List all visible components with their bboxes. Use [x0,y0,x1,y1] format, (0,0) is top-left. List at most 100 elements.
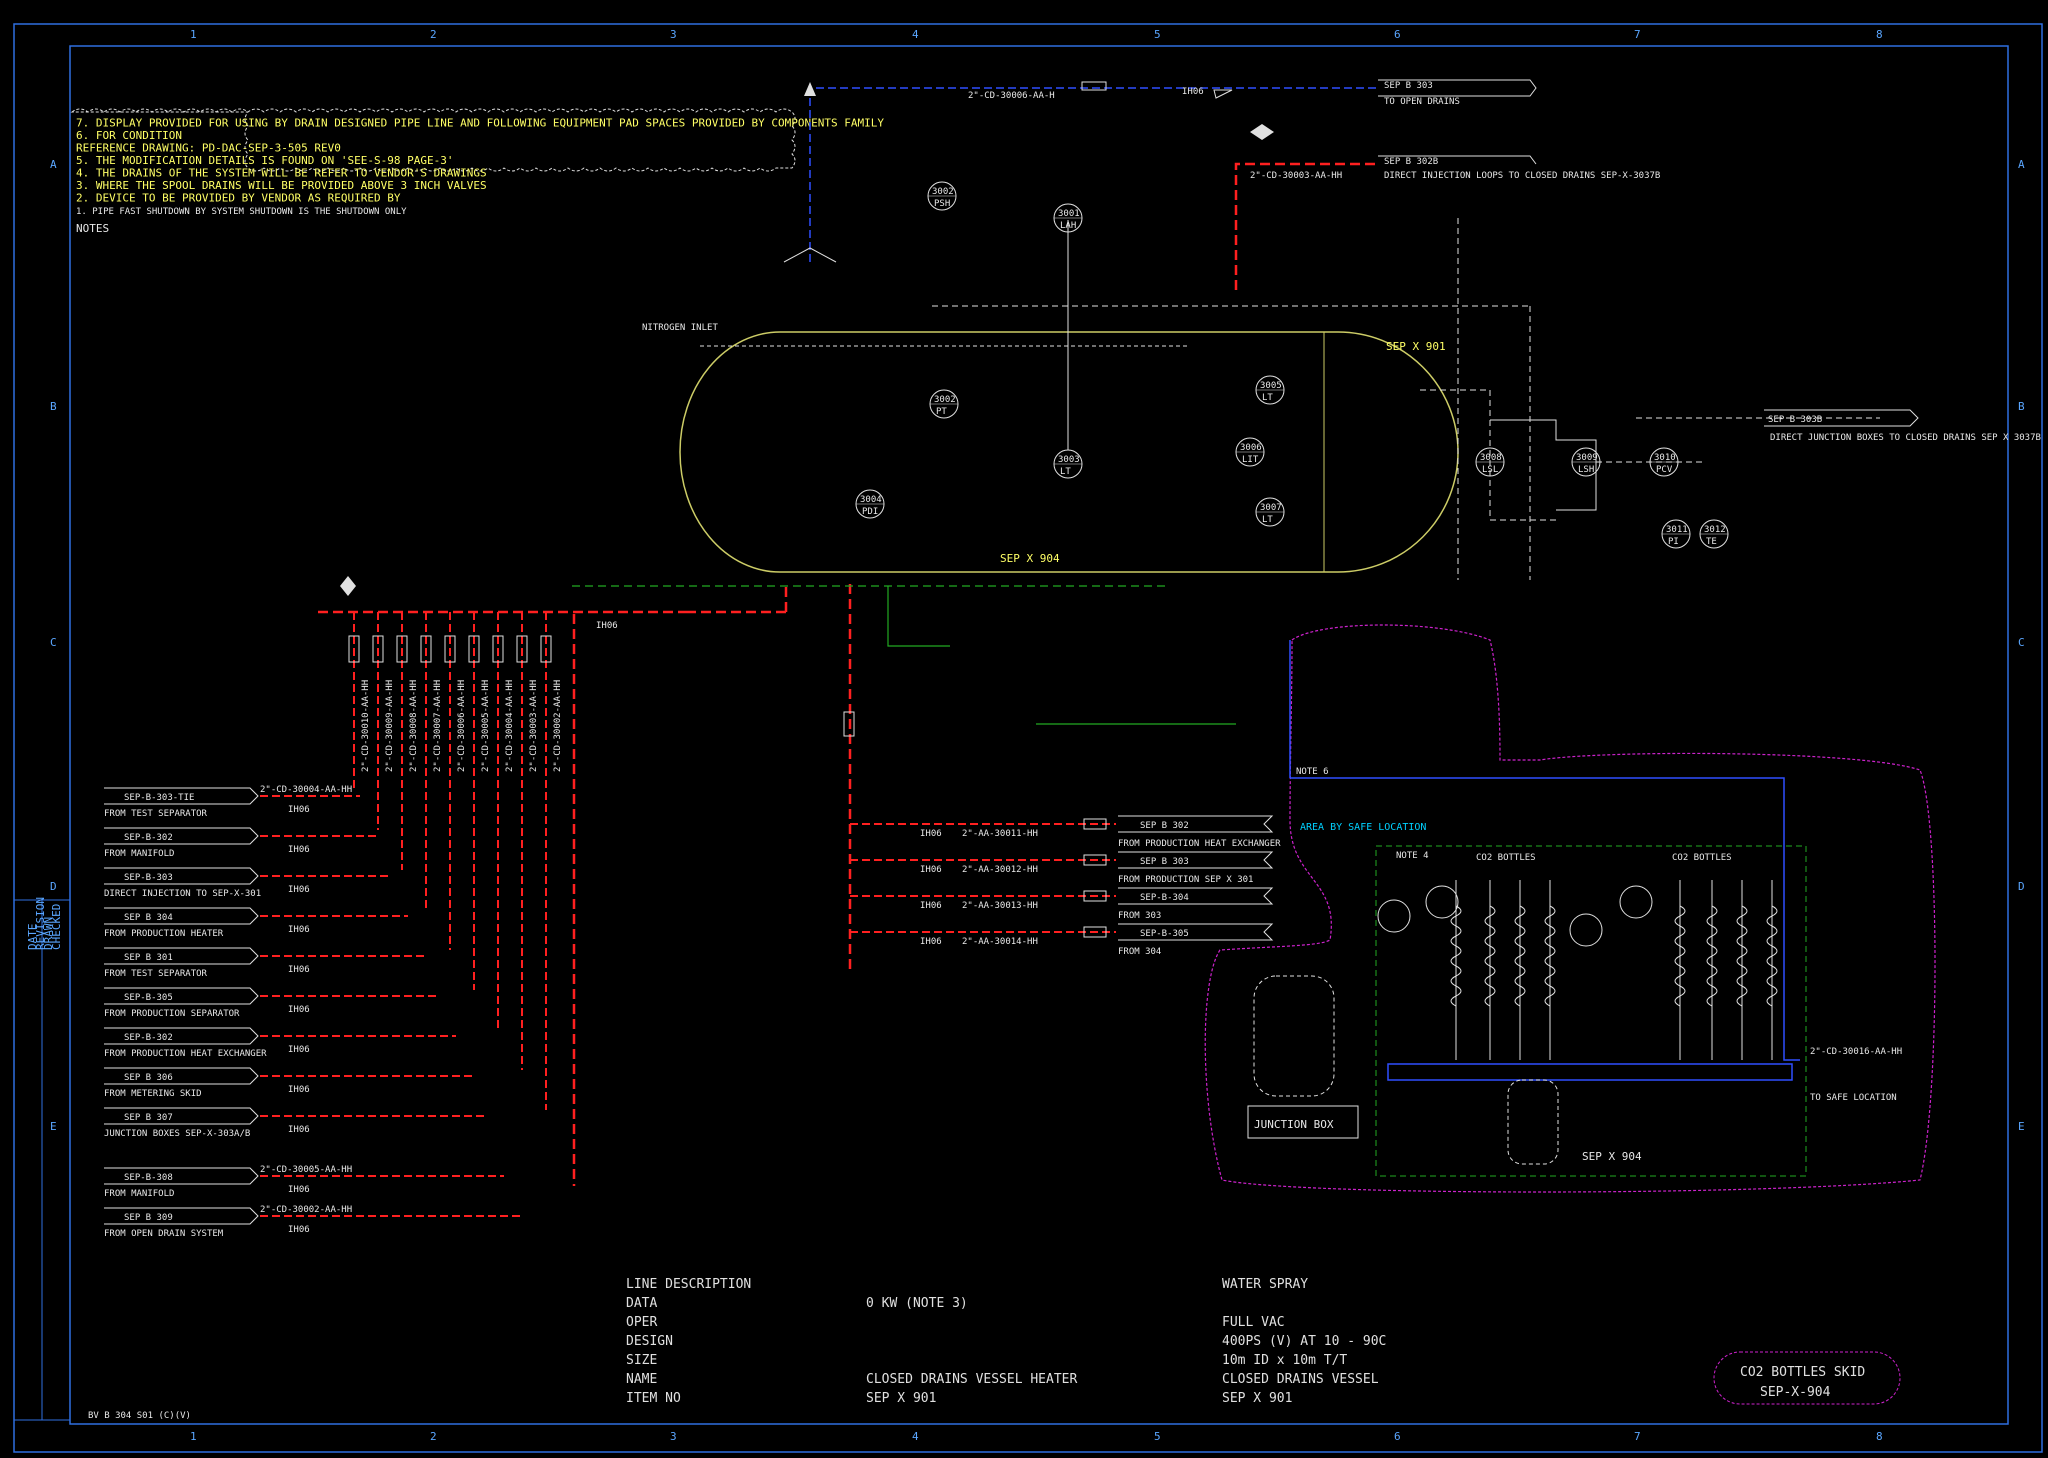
note-line: 7. DISPLAY PROVIDED FOR USING BY DRAIN D… [76,117,884,130]
instrument-type: LSH [1578,465,1594,475]
left-inlet-tag: SEP B 309 [124,1213,173,1223]
skid-note-4: NOTE 4 [1396,851,1429,861]
left-inlet-tag: SEP B 304 [124,913,173,923]
title-label: ITEM NO [626,1391,681,1406]
instrument-number: 3011 [1666,525,1688,535]
co2-bottle-coil [1706,880,1718,1060]
left-inlet-code: IH06 [288,1085,310,1095]
instrument-number: 3005 [1260,381,1282,391]
title-label: DATA [626,1296,657,1311]
instrument-number: 3012 [1704,525,1726,535]
grid-row-label: A [50,158,57,171]
bottom-inlet-line: 2"-AA-30011-HH [962,829,1038,839]
area-safe-location: AREA BY SAFE LOCATION [1300,822,1426,833]
co2-skid: JUNCTION BOX SEP X 904 NOTE 4 NOTE 6 CO2… [1247,640,1902,1177]
left-inlet-desc: DIRECT INJECTION TO SEP-X-301 [104,889,261,899]
grid-row-label: E [2018,1120,2025,1133]
grid-col-label: 2 [430,28,437,41]
skid-instrument [1425,885,1459,919]
left-inlet-code: IH06 [288,965,310,975]
bottom-inlet-desc: FROM 303 [1118,911,1161,921]
left-inlet-desc: FROM TEST SEPARATOR [104,809,208,819]
revision-label: DATE [26,924,39,951]
left-inlet-code: IH06 [288,1185,310,1195]
title-mid-value: SEP X 901 [866,1391,936,1406]
left-inlet-tag: SEP B 306 [124,1073,173,1083]
note-line: REFERENCE DRAWING: PD-DAC-SEP-3-505 REV0 [76,142,341,155]
header-line-number: 2"-CD-30004-AA-HH [505,680,515,772]
top-dest-1-desc: TO OPEN DRAINS [1384,97,1460,107]
grid-row-label: D [2018,880,2025,893]
right-outlet-tag: SEP B 303B [1768,415,1822,425]
top-line-1-code: IH06 [1182,87,1204,97]
inner-border [69,45,2009,1425]
title-box-line1: CO2 BOTTLES SKID [1740,1365,1865,1380]
instrument-type: LT [1060,467,1071,477]
instrument-type: PI [1668,537,1679,547]
instrument-number: 3003 [1058,455,1080,465]
grid-col-label: 4 [912,1430,919,1443]
left-inlet-code: IH06 [288,885,310,895]
top-line-2-number: 2"-CD-30003-AA-HH [1250,171,1342,181]
left-inlet-code: IH06 [288,1045,310,1055]
grid-row-label: A [2018,158,2025,171]
header-line-number: 2"-CD-30007-AA-HH [433,680,443,772]
instrument-type: PCV [1656,465,1673,475]
left-inlet-desc: FROM PRODUCTION HEATER [104,929,224,939]
grid-col-label: 6 [1394,1430,1401,1443]
title-label: OPER [626,1315,657,1330]
co2-bottles-right: CO2 BOTTLES [1672,853,1732,863]
note-line: 2. DEVICE TO BE PROVIDED BY VENDOR AS RE… [76,192,401,205]
title-right-value: 400PS (V) AT 10 - 90C [1222,1334,1386,1349]
top-red-line: 2"-CD-30003-AA-HH SEP B 302B DIRECT INJE… [1234,124,1660,290]
co2-bottle-coil [1484,880,1496,1060]
skid-title: SEP X 904 [1582,1150,1642,1163]
grid-col-label: 6 [1394,28,1401,41]
bottom-inlet-code: IH06 [920,829,942,839]
left-inlet-code: IH06 [288,1225,310,1235]
grid-col-label: 4 [912,28,919,41]
title-right-value: WATER SPRAY [1222,1277,1308,1292]
header-line-number: 2"-CD-30005-AA-HH [481,680,491,772]
grid-row-label: D [50,880,57,893]
green-utility-lines [572,585,1236,725]
vessel-tag: SEP X 904 [1000,552,1060,565]
left-inlet-tag: SEP-B-302 [124,833,173,843]
grid-row-label: C [2018,636,2025,649]
instrument-number: 3007 [1260,503,1282,513]
left-inlet-desc: JUNCTION BOXES SEP-X-303A/B [104,1129,250,1139]
left-inlet-desc: FROM TEST SEPARATOR [104,969,208,979]
skid-note-6: NOTE 6 [1296,767,1329,777]
right-pcv-circuit: SEP B 303B DIRECT JUNCTION BOXES TO CLOS… [1420,389,2041,521]
bottom-inlet-line: 2"-AA-30012-HH [962,865,1038,875]
left-inlet-tag: SEP-B-303 [124,873,173,883]
header-code: IH06 [596,621,618,631]
left-inlet-line: 2"-CD-30002-AA-HH [260,1205,352,1215]
left-inlet-tag: SEP B 307 [124,1113,173,1123]
outer-border [13,23,2043,1453]
skid-instrument [1619,885,1653,919]
left-inlet-line: 2"-CD-30004-AA-HH [260,785,352,795]
bottom-inlet-desc: FROM PRODUCTION HEAT EXCHANGER [1118,839,1281,849]
bottom-inlet-desc: FROM 304 [1118,947,1161,957]
skid-instrument [1377,899,1411,933]
header-line-number: 2"-CD-30009-AA-HH [385,680,395,772]
grid-col-label: 7 [1634,1430,1641,1443]
co2-bottle-coil [1766,880,1778,1060]
left-inlet-desc: FROM PRODUCTION HEAT EXCHANGER [104,1049,267,1059]
skid-revision-cloud [1204,624,1936,1193]
grid-row-label: E [50,1120,57,1133]
left-inlet-code: IH06 [288,845,310,855]
left-inlet-tag: SEP B 301 [124,953,173,963]
nitrogen-inlet-label: NITROGEN INLET [642,323,718,333]
